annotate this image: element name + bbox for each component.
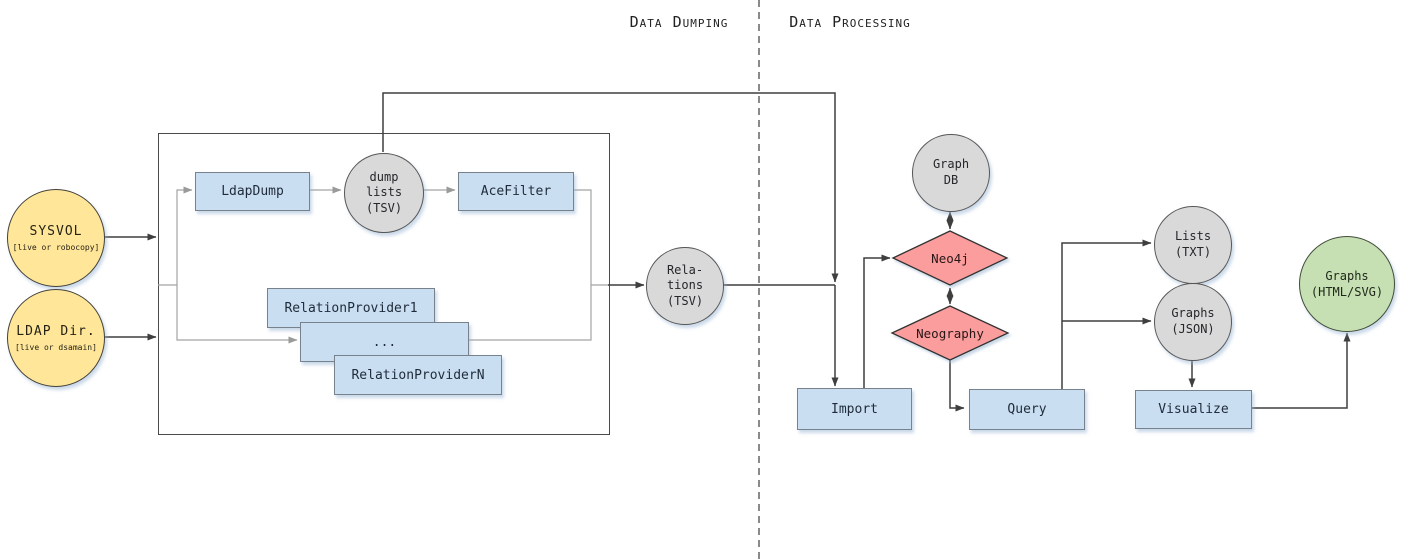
ldap-dir-note: [live or dsamain] bbox=[15, 343, 97, 352]
neo4j-node: Neo4j bbox=[931, 250, 969, 266]
connector-import-to-neo4j bbox=[863, 254, 891, 388]
ldapdump-node: LdapDump bbox=[195, 172, 310, 211]
section-label-dumping: Data Dumping bbox=[629, 13, 729, 31]
query-label: Query bbox=[1007, 402, 1047, 417]
import-label: Import bbox=[831, 401, 878, 417]
acefilter-label: AceFilter bbox=[480, 184, 552, 199]
relationprovidern-node: RelationProviderN bbox=[334, 355, 502, 395]
relationprovider-ellipsis-label: ... bbox=[372, 334, 397, 350]
connector-neography-to-query bbox=[949, 360, 965, 412]
sysvol-note: [live or robocopy] bbox=[12, 243, 100, 252]
query-node: Query bbox=[969, 389, 1085, 430]
dump-lists-node: dump lists (TSV) bbox=[344, 153, 424, 233]
sysvol-node: SYSVOL [live or robocopy] bbox=[7, 189, 105, 287]
acefilter-node: AceFilter bbox=[458, 172, 574, 211]
ldap-dir-label: LDAP Dir. bbox=[16, 324, 96, 339]
connector-query-to-lists bbox=[1061, 239, 1152, 389]
connector-visualize-to-graphs bbox=[1250, 332, 1351, 409]
ldapdump-label: LdapDump bbox=[221, 184, 284, 199]
graphs-html-svg-node: Graphs (HTML/SVG) bbox=[1299, 236, 1395, 332]
lists-txt-node: Lists (TXT) bbox=[1154, 206, 1232, 284]
graphs-json-node: Graphs (JSON) bbox=[1154, 283, 1232, 361]
visualize-node: Visualize bbox=[1135, 390, 1252, 429]
relationprovider1-label: RelationProvider1 bbox=[284, 300, 418, 316]
graph-db-node: Graph DB bbox=[912, 134, 990, 212]
neography-node: Neography bbox=[916, 325, 984, 341]
import-node: Import bbox=[797, 388, 912, 430]
relations-node: Rela- tions (TSV) bbox=[646, 247, 724, 325]
relationprovidern-label: RelationProviderN bbox=[351, 367, 485, 383]
section-label-processing: Data Processing bbox=[789, 13, 911, 31]
ldap-dir-node: LDAP Dir. [live or dsamain] bbox=[7, 289, 105, 387]
visualize-label: Visualize bbox=[1158, 402, 1229, 417]
sysvol-label: SYSVOL bbox=[29, 224, 83, 239]
